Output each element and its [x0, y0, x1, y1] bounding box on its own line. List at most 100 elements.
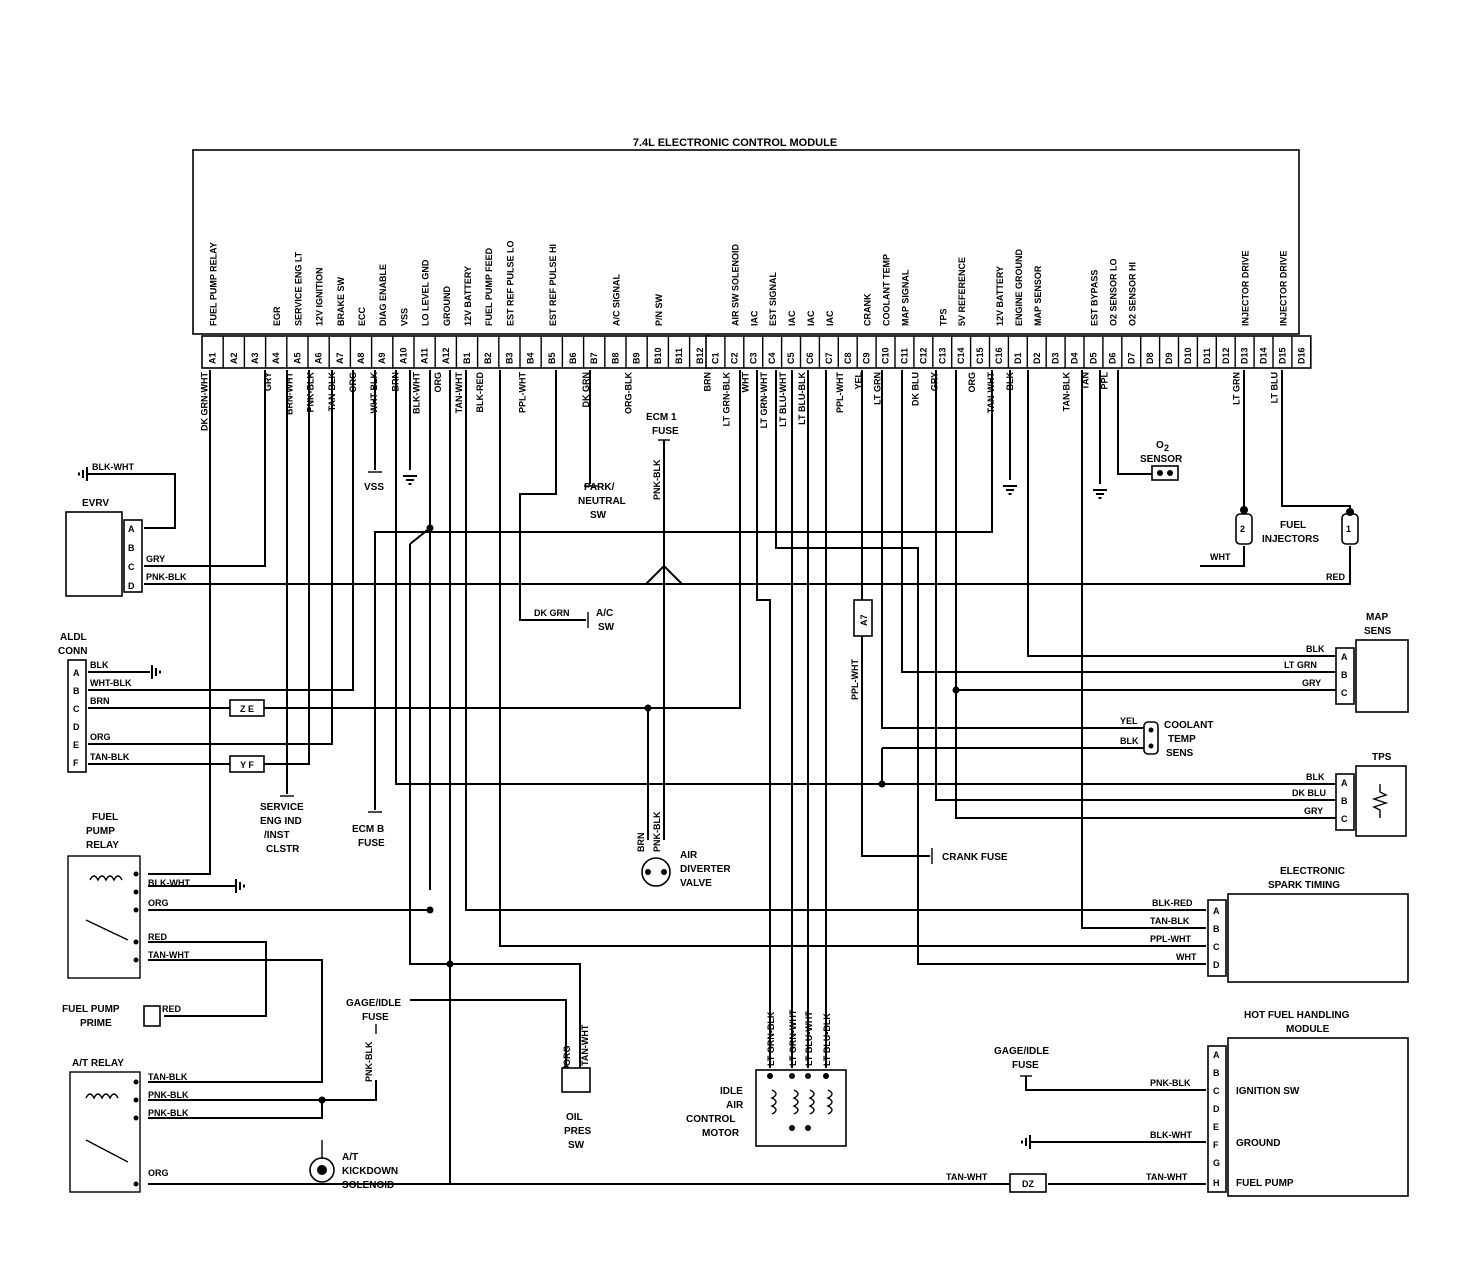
svg-text:PNK-BLK: PNK-BLK [146, 572, 187, 582]
svg-text:PPL-WHT: PPL-WHT [1150, 934, 1191, 944]
pin-function: 5V REFERENCE [957, 257, 967, 326]
pin-function: INJECTOR DRIVE [1278, 251, 1288, 326]
svg-text:ORG: ORG [90, 732, 111, 742]
ground-icon [78, 467, 88, 481]
pin-function: TPS [938, 308, 948, 326]
svg-text:LT GRN-BLK: LT GRN-BLK [766, 1011, 776, 1066]
svg-text:A/T RELAY: A/T RELAY [72, 1058, 124, 1069]
pin-id: B2 [483, 352, 493, 364]
fuel-pump-prime: FUEL PUMP PRIME RED [62, 1004, 182, 1029]
pin-id: C14 [956, 347, 966, 364]
gage-idle-fuse-right: GAGE/IDLE FUSE [994, 1046, 1049, 1077]
pin-function: ECC [357, 306, 367, 326]
pin-wire-color: DK BLU [910, 372, 920, 406]
at-relay: A/T RELAY TAN-BLK PNK-BLK PNK-BLK ORG [69, 1058, 189, 1193]
pin-function: VSS [399, 308, 409, 326]
svg-text:PNK-BLK: PNK-BLK [1150, 1078, 1191, 1088]
svg-text:LT BLU-BLK: LT BLU-BLK [822, 1013, 832, 1066]
ground-icon [151, 665, 161, 679]
svg-text:PNK-BLK: PNK-BLK [652, 811, 662, 852]
pin-id: C5 [786, 352, 796, 364]
svg-text:TAN-WHT: TAN-WHT [946, 1172, 988, 1182]
pin-id: C8 [843, 352, 853, 364]
pin-id: A10 [398, 347, 408, 364]
pin-id: C10 [881, 347, 891, 364]
svg-text:LT BLU-WHT: LT BLU-WHT [804, 1011, 814, 1066]
pin-id: D11 [1202, 348, 1212, 364]
pin-wire-color: LT BLU-BLK [797, 372, 807, 425]
pin-id: C12 [918, 347, 928, 364]
svg-text:BLK-RED: BLK-RED [1152, 898, 1193, 908]
svg-text:CONTROL: CONTROL [686, 1114, 735, 1125]
pin-id: C1 [710, 352, 720, 364]
fuel-pump-relay: FUEL PUMP RELAY BLK-WHT ORG RED TAN-WHT [67, 812, 190, 979]
svg-text:SENS: SENS [1166, 748, 1194, 759]
svg-text:TAN-BLK: TAN-BLK [148, 1072, 188, 1082]
pin-id: D13 [1240, 347, 1250, 364]
pin-function: O2 SENSOR HI [1127, 262, 1137, 326]
svg-text:C: C [73, 704, 80, 714]
svg-text:B: B [1341, 796, 1348, 806]
pin-wire-color: GRY [263, 372, 273, 391]
svg-text:BLK-WHT: BLK-WHT [1150, 1130, 1192, 1140]
svg-text:C: C [128, 562, 135, 572]
pin-id: C13 [937, 347, 947, 364]
pin-id: C15 [975, 347, 985, 364]
pin-id: B3 [504, 352, 514, 364]
svg-text:FUSE: FUSE [362, 1012, 389, 1023]
svg-text:GRY: GRY [146, 554, 165, 564]
svg-text:FUEL: FUEL [92, 812, 118, 823]
wires [87, 370, 1351, 1185]
svg-text:D: D [128, 581, 135, 591]
ground-icon [1093, 489, 1107, 499]
pin-wire-color: ORG [433, 372, 443, 393]
svg-text:B: B [128, 543, 135, 553]
pin-id: D7 [1126, 352, 1136, 364]
pin-function: P/N SW [654, 293, 664, 326]
pin-wire-color: PPL [1099, 372, 1109, 390]
svg-text:GRY: GRY [1304, 806, 1323, 816]
svg-text:E: E [73, 740, 79, 750]
svg-text:A/C: A/C [596, 608, 613, 619]
pin-id: C2 [729, 352, 739, 364]
svg-text:IGNITION SW: IGNITION SW [1236, 1086, 1300, 1097]
pin-wire-color: LT BLU [1269, 372, 1279, 403]
hot-fuel-handling-module: HOT FUEL HANDLING MODULE AB CD EF GH IGN… [946, 1010, 1409, 1197]
pin-function: EST REF PULSE HI [548, 244, 558, 326]
svg-text:DIVERTER: DIVERTER [680, 864, 731, 875]
pin-wire-color: TAN [1080, 372, 1090, 390]
svg-text:G: G [1213, 1158, 1220, 1168]
svg-text:RED: RED [1326, 572, 1346, 582]
svg-text:SW: SW [568, 1140, 585, 1151]
pin-id: B7 [589, 352, 599, 364]
svg-text:B: B [1213, 1068, 1220, 1078]
pin-id: D1 [1013, 352, 1023, 364]
svg-text:B: B [1213, 924, 1220, 934]
svg-text:TAN-WHT: TAN-WHT [580, 1024, 590, 1066]
svg-text:ECM 1: ECM 1 [646, 412, 677, 423]
svg-text:FUSE: FUSE [652, 426, 679, 437]
gage-idle-fuse-left: GAGE/IDLE FUSE PNK-BLK [346, 998, 401, 1082]
svg-text:B: B [73, 686, 80, 696]
aldl-connector: ALDL CONN ABC DEF BLK WHT-BLK BRN ORG TA… [58, 632, 132, 773]
svg-text:BLK: BLK [90, 660, 109, 670]
svg-text:A/T: A/T [342, 1152, 358, 1163]
pin-wire-color: BLK-WHT [412, 372, 422, 414]
pin-id: B9 [632, 352, 642, 364]
pin-id: C9 [862, 352, 872, 364]
svg-text:C: C [1213, 1086, 1220, 1096]
svg-text:FUSE: FUSE [358, 838, 385, 849]
svg-text:2: 2 [1164, 443, 1169, 453]
pin-function: 12V BATTERY [995, 266, 1005, 326]
svg-text:TAN-WHT: TAN-WHT [148, 950, 190, 960]
svg-text:PUMP: PUMP [86, 826, 115, 837]
svg-text:E: E [1213, 1122, 1219, 1132]
inline-connector-ze: Z E [229, 699, 265, 717]
ecm1-fuse: ECM 1 FUSE PNK-BLK [645, 412, 683, 585]
pin-id: B11 [674, 348, 684, 364]
svg-text:FUEL: FUEL [1280, 520, 1306, 531]
svg-text:A: A [1341, 778, 1348, 788]
